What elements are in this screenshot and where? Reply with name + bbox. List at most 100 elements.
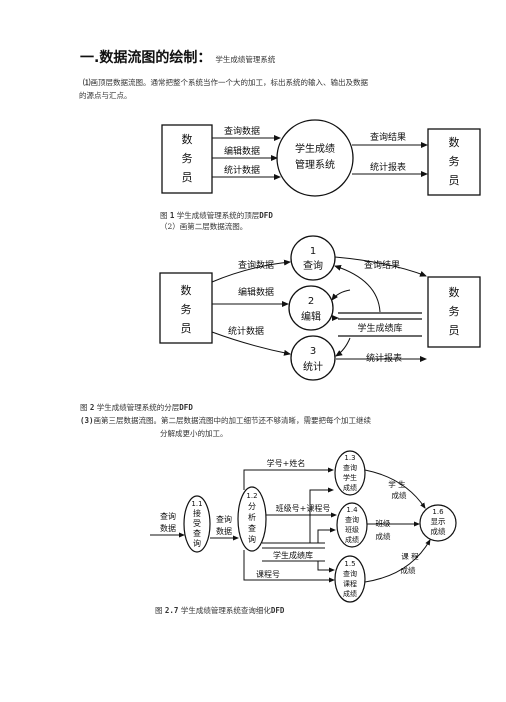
fig3-store-label: 学生成绩库: [273, 550, 313, 560]
fig2-process-1-num: 1: [310, 246, 316, 257]
fig1-process-line-1: 学生成绩: [295, 142, 335, 155]
fig3-flow-class-label: 班级号+课程号: [276, 503, 331, 513]
fig2-caption-num: 2: [89, 403, 95, 412]
fig2-left-entity-char-2: 务: [181, 303, 192, 316]
fig3-p14-num: 1.4: [346, 506, 358, 514]
fig3-p11-char-4: 询: [193, 538, 201, 548]
fig3-p16-line-2: 成绩: [431, 526, 446, 536]
fig2-right-entity-char-2: 务: [449, 305, 460, 318]
paragraph-1: ⑴画顶层数据流图。通常把整个系统当作一个大的加工，标出系统的输入、输出及数据 的…: [79, 76, 428, 102]
fig3-p11-char-3: 查: [193, 528, 201, 538]
fig3-out-class-line-2: 成绩: [376, 531, 391, 541]
fig1-left-entity: [161, 124, 213, 194]
fig3-process-1-4: [336, 502, 368, 548]
fig3-p12-char-4: 询: [248, 534, 256, 544]
fig3-process-1-5: [334, 555, 366, 603]
fig2-left-entity: [159, 272, 213, 344]
paragraph-3: (3)画第三层数据流图。第二层数据流图中的加工细节还不够清晰，需要把每个加工继续…: [80, 414, 440, 440]
fig1-process-line-2: 管理系统: [295, 158, 335, 171]
fig3-flow-to-1-3: [243, 467, 334, 490]
fig3-p13-line-3: 成绩: [343, 483, 357, 492]
fig3-process-1-6: [419, 504, 457, 542]
fig2-process-2-circle: [288, 285, 334, 331]
fig2-right-entity-char-3: 员: [449, 324, 460, 337]
fig3-process-1-1: [183, 495, 211, 553]
fig1-caption-text: 学生成绩管理系统的顶层: [176, 211, 260, 220]
fig3-out-student-line-2: 成绩: [392, 490, 407, 500]
fig1-flow-query-label: 查询数据: [224, 125, 260, 137]
fig1-caption-pre: 图: [160, 211, 168, 220]
fig2-caption-tag: DFD: [179, 403, 193, 412]
figure-1-caption: 图 1 学生成绩管理系统的顶层DFD: [160, 210, 273, 221]
fig2-left-entity-char-1: 数: [181, 284, 192, 297]
fig2-caption-pre: 图: [80, 403, 88, 412]
fig3-p14-line-3: 成绩: [345, 535, 359, 544]
fig3-store-to-1-4: [317, 527, 336, 543]
fig1-right-entity-char-1: 数: [449, 136, 460, 149]
fig3-p14-line-2: 班级: [345, 525, 359, 534]
fig3-store-to-1-5: [317, 561, 335, 573]
fig3-store-to-1-3: [309, 487, 334, 543]
figure-3-caption: 图 2.7 学生成绩管理系统查询细化DFD: [155, 605, 284, 616]
figure-2-caption: 图 2 学生成绩管理系统的分层DFD: [80, 402, 193, 413]
fig2-flow-query-label: 查询数据: [238, 259, 274, 271]
heading-sub: 学生成绩管理系统: [215, 55, 276, 64]
fig2-flow-report-label: 统计报表: [366, 352, 402, 364]
fig1-left-entity-char-3: 员: [182, 171, 193, 184]
fig2-flow-stat-label: 统计数据: [228, 325, 264, 337]
fig3-out-class-line-1: 班级: [376, 518, 391, 528]
page-heading: 一.数据流图的绘制：学生成绩管理系统: [80, 47, 275, 67]
fig1-flow-report-label: 统计报表: [370, 161, 406, 173]
fig3-p12-char-3: 查: [248, 523, 256, 533]
fig3-p12-char-2: 析: [248, 512, 256, 522]
fig3-input-flow-line-2: 数据: [160, 523, 176, 533]
fig3-p15-line-3: 成绩: [343, 589, 357, 598]
fig2-process-1-circle: [290, 235, 336, 281]
fig3-out-course-line-2: 成绩: [401, 565, 416, 575]
fig3-process-1-3: [334, 450, 366, 496]
fig3-p14-line-1: 查询: [345, 515, 359, 524]
fig2-right-entity: [427, 276, 481, 348]
para1-num: ⑴: [83, 78, 91, 87]
fig1-left-entity-char-1: 数: [182, 133, 193, 146]
fig3-p12-num: 1.2: [246, 492, 257, 500]
fig2-process-3-num: 3: [310, 346, 316, 357]
fig2-process-2-name: 编辑: [301, 310, 321, 323]
fig3-caption-num: 2.7: [164, 606, 179, 615]
fig3-caption-tag: DFD: [270, 606, 285, 615]
para3-line1: 画第三层数据流图。第二层数据流图中的加工细节还不够清晰，需要把每个加工继续: [93, 416, 372, 425]
fig1-flow-result-label: 查询结果: [370, 131, 406, 143]
para3-num: (3): [80, 416, 94, 425]
fig3-p15-line-2: 课程: [343, 579, 357, 588]
fig3-p11-num: 1.1: [191, 500, 202, 508]
fig1-left-entity-char-2: 务: [182, 152, 193, 165]
fig2-edit-loop-arrow: [331, 289, 351, 301]
para1-line2: 的源点与汇点。: [79, 91, 132, 100]
fig2-caption-text: 学生成绩管理系统的分层: [96, 403, 180, 412]
fig3-flow-course-out-arrow: [364, 539, 431, 583]
fig3-p12-char-1: 分: [248, 502, 256, 511]
fig3-mid-flow-line-2: 数据: [216, 526, 232, 536]
para1-line1: 画顶层数据流图。通常把整个系统当作一个大的加工，标出系统的输入、输出及数据: [90, 78, 369, 87]
fig1-right-entity: [427, 128, 481, 196]
fig3-p16-line-1: 显示: [431, 517, 446, 526]
fig3-input-flow-line-1: 查询: [160, 511, 176, 521]
fig3-flow-to-1-5: [243, 550, 335, 583]
fig1-flow-stat-label: 统计数据: [224, 164, 260, 176]
fig1-caption-tag: DFD: [259, 211, 273, 220]
fig3-flow-name-label: 学号+姓名: [267, 458, 306, 468]
fig3-p11-char-1: 接: [193, 508, 201, 518]
fig1-right-entity-char-3: 员: [449, 174, 460, 187]
fig3-caption-pre: 图: [155, 606, 163, 615]
fig2-left-entity-char-3: 员: [181, 322, 192, 335]
fig3-mid-flow-line-1: 查询: [216, 514, 232, 524]
fig2-process-3-name: 统计: [303, 360, 323, 373]
heading-main: 一.数据流图的绘制：: [80, 50, 212, 66]
fig2-flow-result-label: 查询结果: [364, 259, 400, 271]
fig2-flow-stat-arrow: [211, 331, 291, 356]
fig1-caption-num: 1: [169, 211, 175, 220]
fig1-flow-edit-label: 编辑数据: [224, 145, 260, 157]
